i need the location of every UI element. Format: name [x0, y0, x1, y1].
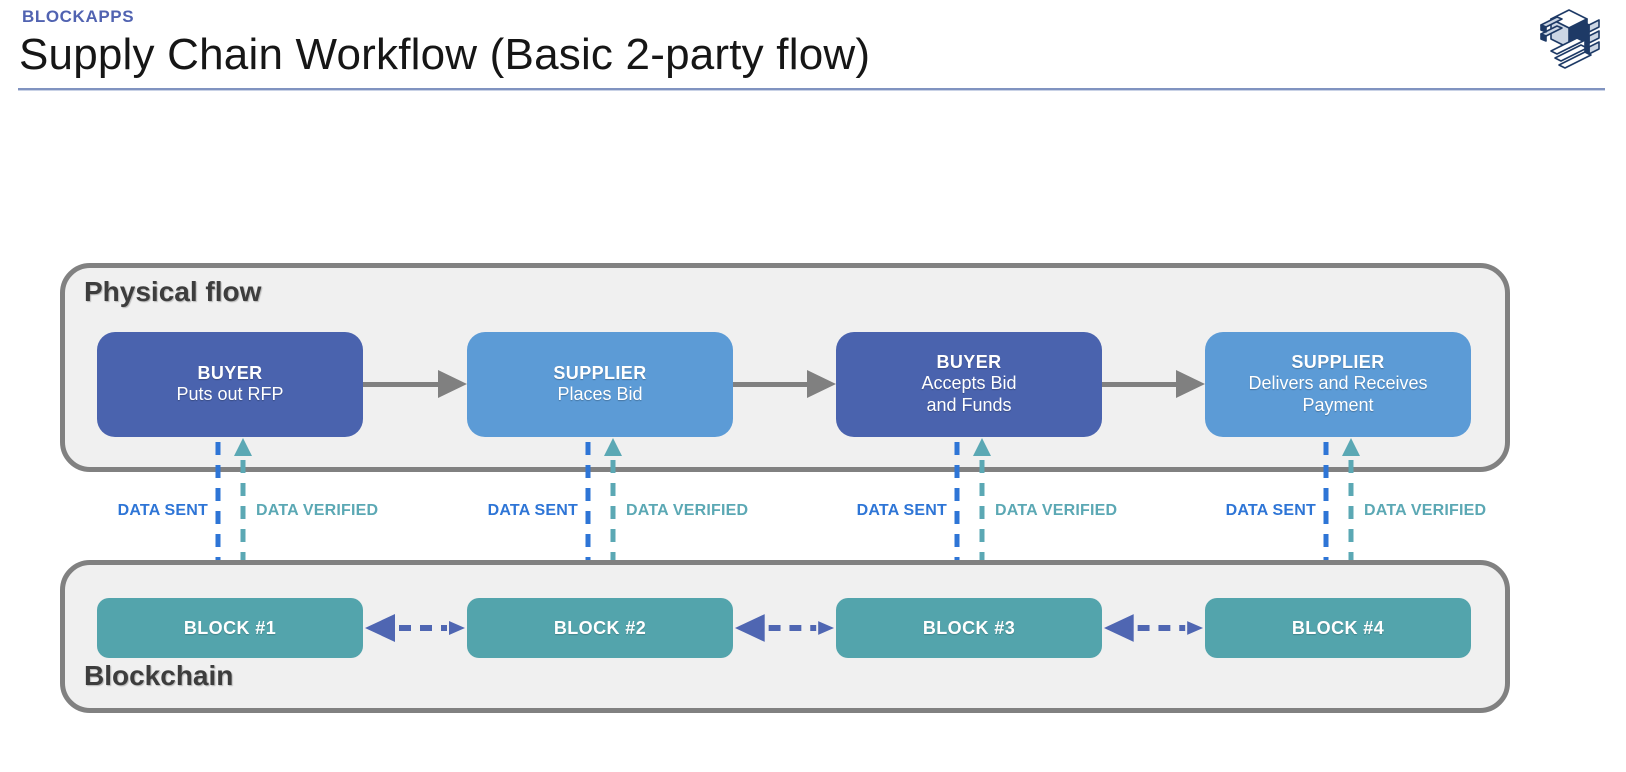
step-action: Accepts Bid and Funds	[921, 373, 1017, 415]
step-box-buyer-rfp: BUYER Puts out RFP	[97, 332, 363, 437]
block-box-1: BLOCK #1	[97, 598, 363, 658]
block-box-2: BLOCK #2	[467, 598, 733, 658]
arrow-head	[438, 370, 467, 398]
flow-arrow-icon	[1102, 370, 1205, 400]
step-actor: BUYER	[936, 352, 1002, 373]
step-action: Puts out RFP	[176, 384, 284, 405]
chain-link-arrow-icon	[365, 614, 465, 642]
data-verified-label: DATA VERIFIED	[256, 502, 379, 519]
blockchain-label: Blockchain	[84, 660, 234, 691]
step-actor: BUYER	[197, 363, 263, 384]
step-box-supplier-delivers: SUPPLIER Delivers and Receives Payment	[1205, 332, 1471, 437]
block-box-4: BLOCK #4	[1205, 598, 1471, 658]
data-verified-label: DATA VERIFIED	[1364, 502, 1487, 519]
flow-arrow-icon	[363, 370, 467, 400]
data-sent-label: DATA SENT	[487, 502, 578, 519]
data-sent-label: DATA SENT	[117, 502, 208, 519]
step-box-buyer-accepts: BUYER Accepts Bid and Funds	[836, 332, 1102, 437]
arrow-head	[807, 370, 836, 398]
data-sent-label: DATA SENT	[1225, 502, 1316, 519]
physical-flow-label: Physical flow	[84, 276, 262, 307]
arrow-shaft	[1102, 382, 1178, 387]
step-action: Places Bid	[557, 384, 643, 405]
block-box-3: BLOCK #3	[836, 598, 1102, 658]
title-underline	[18, 88, 1605, 90]
chain-link-arrow-icon	[734, 614, 835, 642]
data-verified-label: DATA VERIFIED	[995, 502, 1118, 519]
data-sent-label: DATA SENT	[856, 502, 947, 519]
step-actor: SUPPLIER	[553, 363, 647, 384]
page-title: Supply Chain Workflow (Basic 2-party flo…	[19, 30, 871, 79]
data-verified-label: DATA VERIFIED	[626, 502, 749, 519]
chain-link-arrow-icon	[1103, 614, 1204, 642]
flow-arrow-icon	[733, 370, 836, 400]
brand-wordmark: BLOCKAPPS	[22, 7, 135, 26]
blockapps-logo-icon	[1540, 9, 1600, 69]
arrow-shaft	[363, 382, 440, 387]
step-action: Delivers and Receives Payment	[1248, 373, 1428, 415]
step-box-supplier-bid: SUPPLIER Places Bid	[467, 332, 733, 437]
step-actor: SUPPLIER	[1291, 352, 1385, 373]
arrow-shaft	[733, 382, 809, 387]
arrow-head	[1176, 370, 1205, 398]
